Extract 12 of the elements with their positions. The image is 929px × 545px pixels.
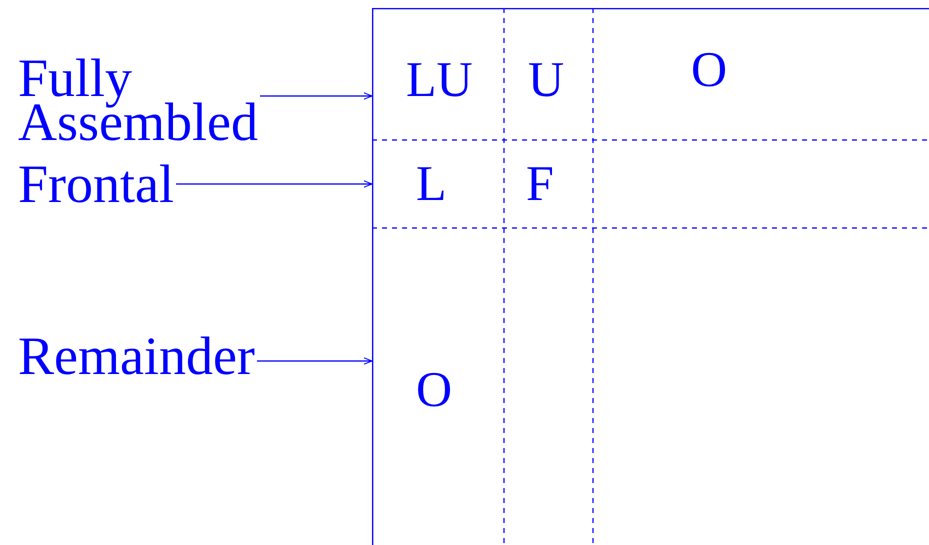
block-label: LU (406, 54, 473, 104)
arrow (176, 180, 372, 188)
arrow (257, 357, 372, 365)
row-label: Remainder (18, 334, 256, 378)
row-label: Frontal (18, 162, 175, 206)
block-label: F (526, 158, 554, 208)
block-label: L (416, 158, 447, 208)
block-label: O (691, 44, 728, 94)
row-label: Fully Assembled (18, 56, 259, 144)
block-label: U (528, 54, 564, 104)
block-label: O (416, 364, 452, 414)
arrow (260, 92, 372, 100)
